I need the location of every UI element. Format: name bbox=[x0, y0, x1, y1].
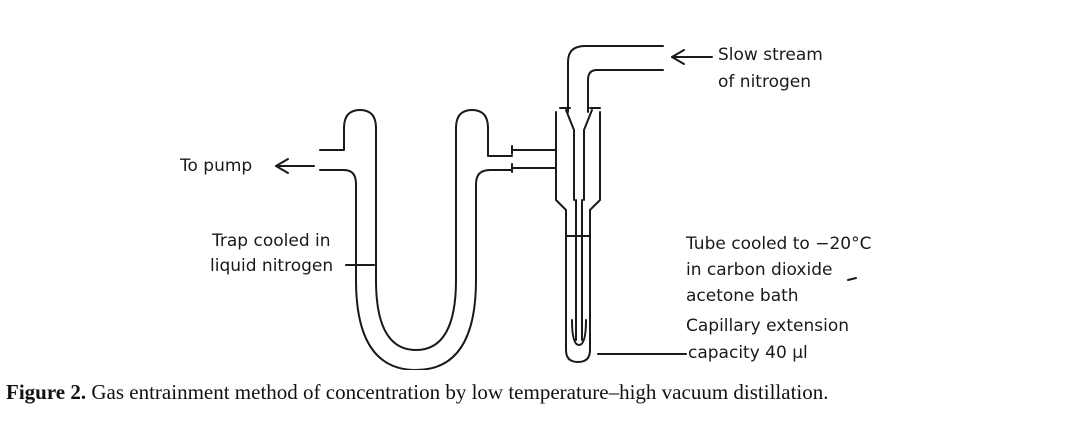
joint-cone-right bbox=[583, 109, 593, 201]
tube-leader-line bbox=[847, 277, 857, 281]
nitrogen-inlet-tube-outer bbox=[567, 45, 664, 113]
figure-caption-prefix: Figure 2. bbox=[6, 380, 87, 404]
label-tube-line2: in carbon dioxide bbox=[686, 260, 833, 280]
capillary-tip bbox=[571, 319, 587, 346]
label-trap-line2: liquid nitrogen bbox=[210, 256, 334, 276]
label-slow-stream-line1: Slow stream bbox=[718, 45, 823, 65]
receiver-outer-wall bbox=[555, 111, 601, 363]
figure-caption: Figure 2. Gas entrainment method of conc… bbox=[6, 380, 829, 405]
label-tube-line1: Tube cooled to −20°C bbox=[686, 234, 872, 254]
u-trap-outer bbox=[319, 109, 513, 351]
inlet-arrow-head bbox=[671, 49, 685, 65]
joint-cone-left bbox=[565, 109, 575, 201]
label-capillary-line1: Capillary extension bbox=[686, 316, 849, 336]
figure-caption-text: Gas entrainment method of concentration … bbox=[91, 380, 829, 404]
label-to-pump: To pump bbox=[180, 156, 253, 176]
label-capillary-line2: capacity 40 μl bbox=[688, 343, 808, 363]
u-trap-inner bbox=[319, 169, 513, 370]
nitrogen-inlet-tube-inner bbox=[587, 69, 664, 113]
label-trap-line1: Trap cooled in bbox=[212, 231, 331, 251]
label-slow-stream-line2: of nitrogen bbox=[718, 72, 811, 92]
label-tube-line3: acetone bath bbox=[686, 286, 799, 306]
pump-arrow-head bbox=[275, 158, 289, 174]
apparatus-diagram bbox=[275, 45, 857, 370]
